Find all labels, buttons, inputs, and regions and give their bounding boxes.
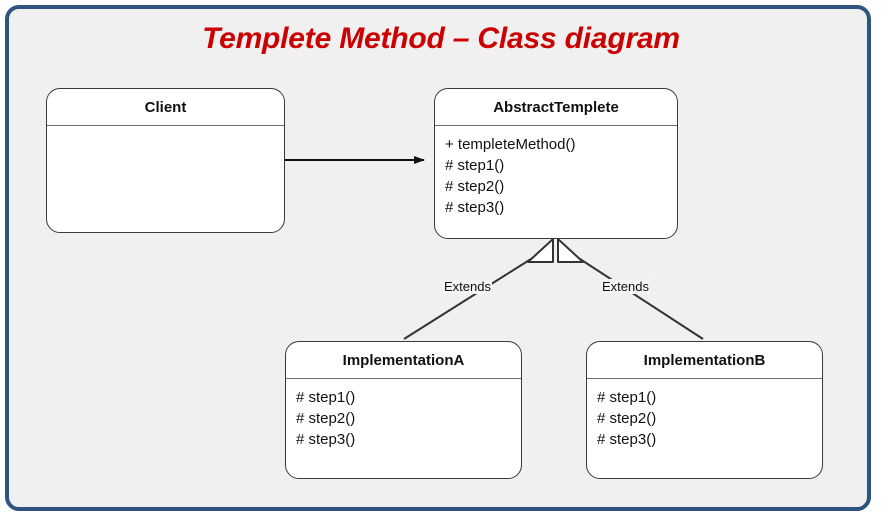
class-name-implementation-a: ImplementationA — [286, 342, 521, 379]
member-row: # step1() — [597, 389, 657, 406]
member-row: + templeteMethod() — [445, 136, 576, 153]
member-row: # step2() — [445, 178, 505, 195]
class-box-implementation-a[interactable]: ImplementationA # step1() # step2() # st… — [285, 341, 522, 479]
class-box-abstract-templete[interactable]: AbstractTemplete + templeteMethod() # st… — [434, 88, 678, 239]
class-members-client — [47, 126, 284, 134]
edge-label-extends-left: Extends — [443, 279, 492, 294]
member-row: # step1() — [445, 157, 505, 174]
member-row: # step2() — [296, 410, 356, 427]
class-members-implementation-a: # step1() # step2() # step3() — [286, 379, 521, 450]
member-row: # step3() — [597, 431, 657, 448]
class-name-abstract-templete: AbstractTemplete — [435, 89, 677, 126]
member-row: # step2() — [597, 410, 657, 427]
class-members-implementation-b: # step1() # step2() # step3() — [587, 379, 822, 450]
member-row: # step3() — [296, 431, 356, 448]
class-name-implementation-b: ImplementationB — [587, 342, 822, 379]
edge-label-extends-right: Extends — [601, 279, 650, 294]
member-row: # step1() — [296, 389, 356, 406]
class-name-client: Client — [47, 89, 284, 126]
class-box-client[interactable]: Client — [46, 88, 285, 233]
class-box-implementation-b[interactable]: ImplementationB # step1() # step2() # st… — [586, 341, 823, 479]
class-members-abstract-templete: + templeteMethod() # step1() # step2() #… — [435, 126, 677, 218]
member-row: # step3() — [445, 199, 505, 216]
page-title: Templete Method – Class diagram — [202, 22, 680, 55]
